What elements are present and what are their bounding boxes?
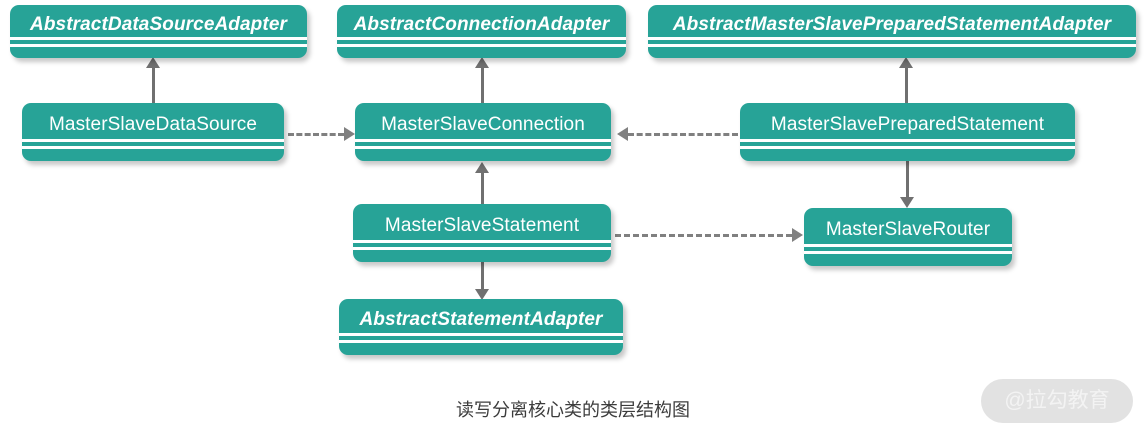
- compartment-separator: [353, 247, 611, 250]
- compartment-separator: [339, 333, 623, 336]
- operations-compartment: [740, 149, 1075, 157]
- compartment-separator: [804, 251, 1012, 254]
- diagram-caption: 读写分离核心类的类层结构图: [456, 400, 690, 420]
- class-name-abstract-master-slave-prepared-statement-adapter: AbstractMasterSlavePreparedStatementAdap…: [672, 14, 1112, 35]
- operations-compartment: [10, 47, 307, 54]
- operations-compartment: [648, 47, 1136, 54]
- operations-compartment: [339, 343, 623, 351]
- class-box-abstract-data-source-adapter[interactable]: AbstractDataSourceAdapter: [10, 5, 307, 58]
- compartment-separator: [355, 139, 611, 142]
- edge-dashed-preparedstatement-to-connection: [628, 133, 738, 136]
- arrowhead-down-preparedstatement-to-router: [900, 197, 914, 208]
- arrowhead-left-preparedstatement-to-connection: [617, 127, 628, 141]
- class-name-abstract-connection-adapter: AbstractConnectionAdapter: [353, 14, 610, 35]
- compartment-separator: [353, 240, 611, 243]
- compartment-separator: [10, 44, 307, 47]
- edge-line-datasource-to-adapter: [152, 66, 155, 104]
- arrowhead-right-datasource-to-connection: [344, 127, 355, 141]
- compartment-separator: [22, 139, 284, 142]
- class-name-master-slave-statement: MasterSlaveStatement: [384, 215, 580, 236]
- arrowhead-up-preparedstatement-to-adapter: [899, 57, 913, 68]
- operations-compartment: [355, 149, 611, 157]
- compartment-separator: [740, 139, 1075, 142]
- class-box-abstract-statement-adapter[interactable]: AbstractStatementAdapter: [339, 299, 623, 355]
- arrowhead-right-statement-to-router: [792, 228, 803, 242]
- class-box-master-slave-connection[interactable]: MasterSlaveConnection: [355, 103, 611, 161]
- operations-compartment: [337, 47, 626, 54]
- class-box-master-slave-statement[interactable]: MasterSlaveStatement: [353, 204, 611, 262]
- edge-line-connection-to-adapter: [481, 66, 484, 104]
- class-name-master-slave-connection: MasterSlaveConnection: [381, 114, 585, 135]
- class-name-abstract-data-source-adapter: AbstractDataSourceAdapter: [30, 14, 287, 35]
- edge-dashed-datasource-to-connection: [288, 133, 344, 136]
- class-box-master-slave-data-source[interactable]: MasterSlaveDataSource: [22, 103, 284, 161]
- compartment-separator: [337, 44, 626, 47]
- compartment-separator: [339, 340, 623, 343]
- operations-compartment: [804, 254, 1012, 262]
- class-name-abstract-statement-adapter: AbstractStatementAdapter: [359, 309, 603, 330]
- edge-line-statement-to-connection: [481, 171, 484, 205]
- compartment-separator: [355, 146, 611, 149]
- operations-compartment: [353, 250, 611, 258]
- arrowhead-up-statement-to-connection: [475, 162, 489, 173]
- compartment-separator: [22, 146, 284, 149]
- class-name-master-slave-router: MasterSlaveRouter: [825, 219, 991, 240]
- class-name-master-slave-data-source: MasterSlaveDataSource: [48, 114, 258, 135]
- watermark-badge: @拉勾教育: [981, 379, 1133, 423]
- class-box-master-slave-router[interactable]: MasterSlaveRouter: [804, 208, 1012, 266]
- compartment-separator: [10, 37, 307, 40]
- edge-line-preparedstatement-to-router: [906, 161, 909, 198]
- edge-dashed-statement-to-router: [615, 234, 792, 237]
- edge-line-statement-to-statementadapter: [481, 262, 484, 290]
- compartment-separator: [337, 37, 626, 40]
- compartment-separator: [804, 244, 1012, 247]
- compartment-separator: [648, 44, 1136, 47]
- compartment-separator: [648, 37, 1136, 40]
- class-name-master-slave-prepared-statement: MasterSlavePreparedStatement: [770, 114, 1045, 135]
- arrowhead-down-statement-to-statementadapter: [475, 289, 489, 300]
- operations-compartment: [22, 149, 284, 157]
- arrowhead-up-datasource-to-adapter: [146, 57, 160, 68]
- edge-line-preparedstatement-to-adapter: [905, 66, 908, 104]
- compartment-separator: [740, 146, 1075, 149]
- class-box-abstract-master-slave-prepared-statement-adapter[interactable]: AbstractMasterSlavePreparedStatementAdap…: [648, 5, 1136, 58]
- arrowhead-up-connection-to-adapter: [475, 57, 489, 68]
- class-box-abstract-connection-adapter[interactable]: AbstractConnectionAdapter: [337, 5, 626, 58]
- class-box-master-slave-prepared-statement[interactable]: MasterSlavePreparedStatement: [740, 103, 1075, 161]
